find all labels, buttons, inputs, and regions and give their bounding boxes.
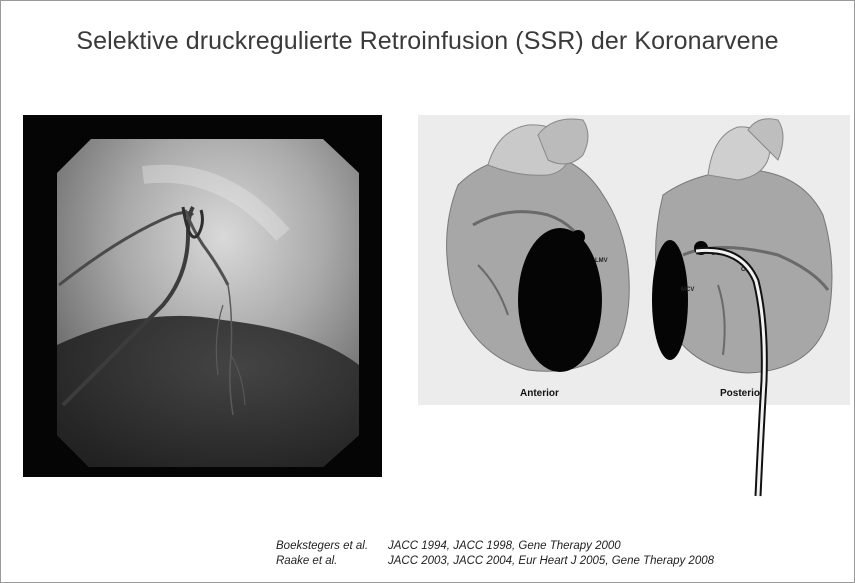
- references: Boekstegers et al.JACC 1994, JACC 1998, …: [276, 539, 714, 569]
- reference-row: Raake et al.JACC 2003, JACC 2004, Eur He…: [276, 554, 714, 569]
- reference-citations: JACC 2003, JACC 2004, Eur Heart J 2005, …: [388, 555, 714, 567]
- angiography-image: [23, 115, 382, 477]
- anterior-heart: [447, 119, 630, 372]
- catheter-tube: [661, 231, 781, 501]
- reference-row: Boekstegers et al.JACC 1994, JACC 1998, …: [276, 539, 714, 554]
- label-anterior: Anterior: [520, 388, 559, 399]
- slide-title: Selektive druckregulierte Retroinfusion …: [1, 27, 854, 56]
- heart-diagram: Anterior Posterior LMV GCV CS MCV: [418, 115, 850, 405]
- reference-authors: Boekstegers et al.: [276, 539, 388, 554]
- label-lmv: LMV: [595, 258, 608, 264]
- reference-authors: Raake et al.: [276, 554, 388, 569]
- reference-citations: JACC 1994, JACC 1998, Gene Therapy 2000: [388, 540, 621, 552]
- anterior-black-oval: [518, 228, 602, 372]
